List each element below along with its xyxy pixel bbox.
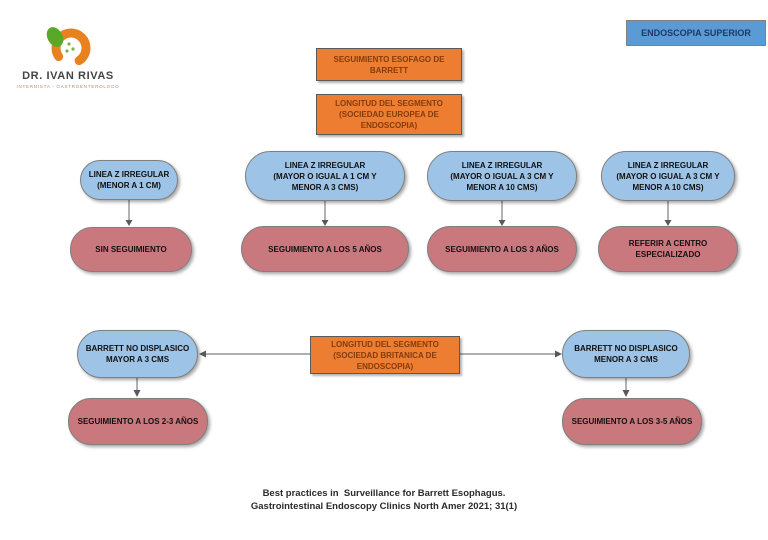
doctor-name: DR. IVAN RIVAS <box>22 70 114 82</box>
criterion-node-3-10cm-b: LINEA Z IRREGULAR (MAYOR O IGUAL A 3 CM … <box>601 151 735 201</box>
outcome-node-referir-centro: REFERIR A CENTRO ESPECIALIZADO <box>598 226 738 272</box>
doctor-specialty: INTERNISTA - GASTROENTEROLOGO <box>16 84 120 89</box>
stomach-logo-icon <box>46 27 91 68</box>
citation: Best practices in Surveillance for Barre… <box>0 487 768 513</box>
barrett-node-mayor-3cms: BARRETT NO DISPLASICO MAYOR A 3 CMS <box>77 330 198 378</box>
british-society-box: LONGITUD DEL SEGMENTO (SOCIEDAD BRITANIC… <box>310 336 460 374</box>
outcome-node-3-anos: SEGUIMIENTO A LOS 3 AÑOS <box>427 226 577 272</box>
european-society-box: LONGITUD DEL SEGMENTO (SOCIEDAD EUROPEA … <box>316 94 462 135</box>
endoscopia-superior-badge: ENDOSCOPIA SUPERIOR <box>626 20 766 46</box>
citation-line-1: Best practices in Surveillance for Barre… <box>262 488 506 499</box>
citation-line-2: Gastrointestinal Endoscopy Clinics North… <box>250 501 518 512</box>
barrett-node-menor-3cms: BARRETT NO DISPLASICO MENOR A 3 CMS <box>562 330 690 378</box>
followup-node-3-5-anos: SEGUIMIENTO A LOS 3-5 AÑOS <box>562 398 702 445</box>
criterion-node-1-3cm: LINEA Z IRREGULAR (MAYOR O IGUAL A 1 CM … <box>245 151 405 201</box>
outcome-node-sin-seguimiento: SIN SEGUIMIENTO <box>70 227 192 272</box>
criterion-node-menor-1cm: LINEA Z IRREGULAR (MENOR A 1 CM) <box>80 160 178 200</box>
clinic-logo: DR. IVAN RIVAS INTERNISTA - GASTROENTERO… <box>8 24 128 89</box>
followup-node-2-3-anos: SEGUIMIENTO A LOS 2-3 AÑOS <box>68 398 208 445</box>
flow-title-box: SEGUIMIENTO ESOFAGO DE BARRETT <box>316 48 462 81</box>
criterion-node-3-10cm-a: LINEA Z IRREGULAR (MAYOR O IGUAL A 3 CM … <box>427 151 577 201</box>
outcome-node-5-anos: SEGUIMIENTO A LOS 5 AÑOS <box>241 226 409 272</box>
